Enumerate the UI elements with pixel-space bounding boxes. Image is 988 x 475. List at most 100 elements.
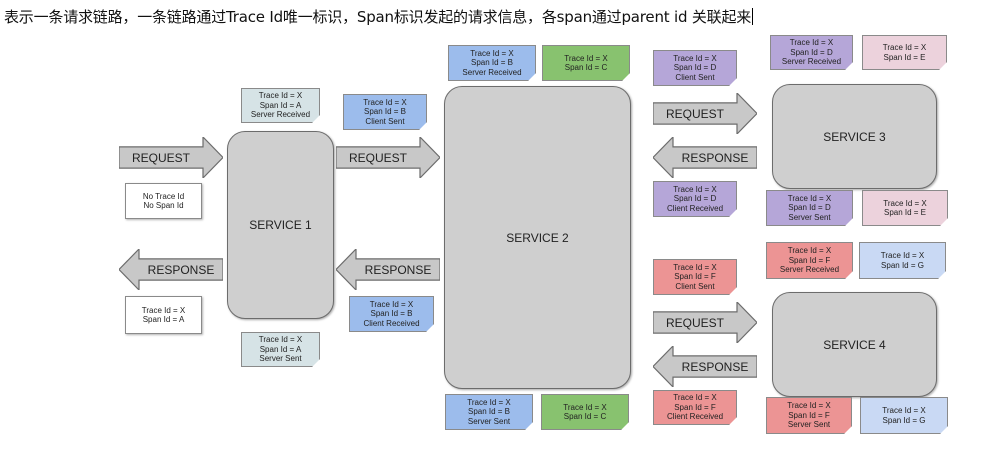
note-line: Server Received	[781, 57, 842, 67]
note-line: Server Received	[779, 265, 840, 275]
note-line: Trace Id = X	[563, 402, 607, 412]
note-line: Trace Id = X	[467, 397, 511, 407]
arrow-polygon	[336, 137, 440, 178]
note-line: Span Id = A	[259, 344, 302, 354]
note-line: No Span Id	[143, 201, 184, 210]
arrow-shape	[653, 93, 757, 134]
note-line: Span Id = C	[563, 412, 607, 421]
arrow-polygon	[653, 302, 757, 343]
note-line: Trace Id = X	[673, 184, 717, 194]
note-line: Span Id = B	[363, 107, 407, 117]
note-line: Trace Id = X	[673, 53, 717, 63]
arrow-shape	[119, 249, 223, 290]
service-2-box: SERVICE 2	[444, 86, 631, 389]
arrow-label: RESPONSE	[147, 262, 215, 277]
note-line: Span Id = A	[142, 315, 185, 324]
note-line: Trace Id = X	[787, 246, 832, 256]
service-3-box: SERVICE 3	[772, 84, 937, 189]
service-4-box: SERVICE 4	[772, 292, 937, 397]
note-line: Trace Id = X	[141, 305, 186, 315]
arrow-label: REQUEST	[131, 150, 190, 165]
note-line: Trace Id = X	[789, 38, 834, 48]
arrow-polygon	[336, 249, 440, 290]
note-line: Trace Id = X	[258, 335, 303, 345]
note-line: Server Sent	[467, 416, 511, 426]
note-line: Span Id = A	[259, 100, 302, 110]
note-line: Trace Id = X	[882, 43, 927, 52]
note-line: Client Sent	[365, 116, 405, 126]
arrow-label: REQUEST	[665, 315, 724, 330]
note-line: Server Sent	[259, 354, 302, 364]
note-line: Trace Id = X	[369, 299, 414, 309]
note-line: Span Id = E	[883, 208, 927, 217]
note-line: Trace Id = X	[470, 48, 514, 58]
note-line: Server Received	[462, 67, 522, 77]
note-line: Span Id = C	[564, 63, 608, 72]
response-out-arrow: RESPONSE	[119, 249, 223, 290]
note-line: Trace Id = X	[363, 97, 407, 107]
note-line: Client Received	[666, 203, 724, 213]
note-line: Span Id = B	[370, 309, 413, 319]
note-line: Span Id = F	[674, 272, 716, 282]
note-line: Server Sent	[788, 212, 831, 222]
arrow-shape	[653, 302, 757, 343]
note-line: Trace Id = X	[787, 193, 832, 203]
note-line: Span Id = F	[674, 402, 716, 412]
note-line: Trace Id = X	[880, 251, 925, 260]
arrow-label: RESPONSE	[681, 150, 749, 165]
request-in-arrow: REQUEST	[119, 137, 223, 178]
service-4-label: SERVICE 4	[823, 337, 886, 352]
response-3-to-2-arrow: RESPONSE	[653, 137, 757, 178]
note-line: Client Received	[666, 412, 724, 422]
note-line: Span Id = G	[882, 415, 926, 425]
response-2-to-1-arrow: RESPONSE	[336, 249, 440, 290]
note-line: Span Id = F	[788, 255, 831, 265]
request-1-to-2-arrow: REQUEST	[336, 137, 440, 178]
service-1-label: SERVICE 1	[249, 218, 312, 232]
note-line: Span Id = F	[788, 410, 830, 420]
note-line: Server Received	[250, 110, 311, 120]
note-line: Span Id = D	[788, 203, 831, 213]
arrow-polygon	[119, 249, 223, 290]
note-line: Client Sent	[675, 72, 715, 82]
note-line: Client Received	[363, 318, 420, 328]
request-2-to-4-arrow: REQUEST	[653, 302, 757, 343]
arrow-label: REQUEST	[348, 150, 407, 165]
arrow-shape	[336, 137, 440, 178]
arrow-shape	[336, 249, 440, 290]
note-line: Span Id = D	[673, 63, 717, 73]
note-line: Trace Id = X	[564, 53, 608, 63]
note-line: Server Sent	[787, 420, 831, 430]
note-line: No Trace Id	[142, 191, 185, 201]
response-4-to-2-arrow: RESPONSE	[653, 346, 757, 387]
note-line: Span Id = B	[467, 407, 511, 417]
arrow-label: REQUEST	[665, 106, 724, 121]
note-line: Span Id = D	[673, 194, 717, 204]
caption-text: 表示一条请求链路，一条链路通过Trace Id唯一标识，Span标识发起的请求信…	[4, 8, 752, 26]
diagram-caption: 表示一条请求链路，一条链路通过Trace Id唯一标识，Span标识发起的请求信…	[4, 6, 754, 27]
service-3-label: SERVICE 3	[823, 129, 886, 144]
note-line: Trace Id = X	[673, 262, 717, 272]
note-line: Trace Id = X	[258, 91, 303, 101]
arrow-polygon	[119, 137, 223, 178]
note-line: Trace Id = X	[883, 198, 927, 208]
arrow-label: RESPONSE	[681, 359, 749, 374]
